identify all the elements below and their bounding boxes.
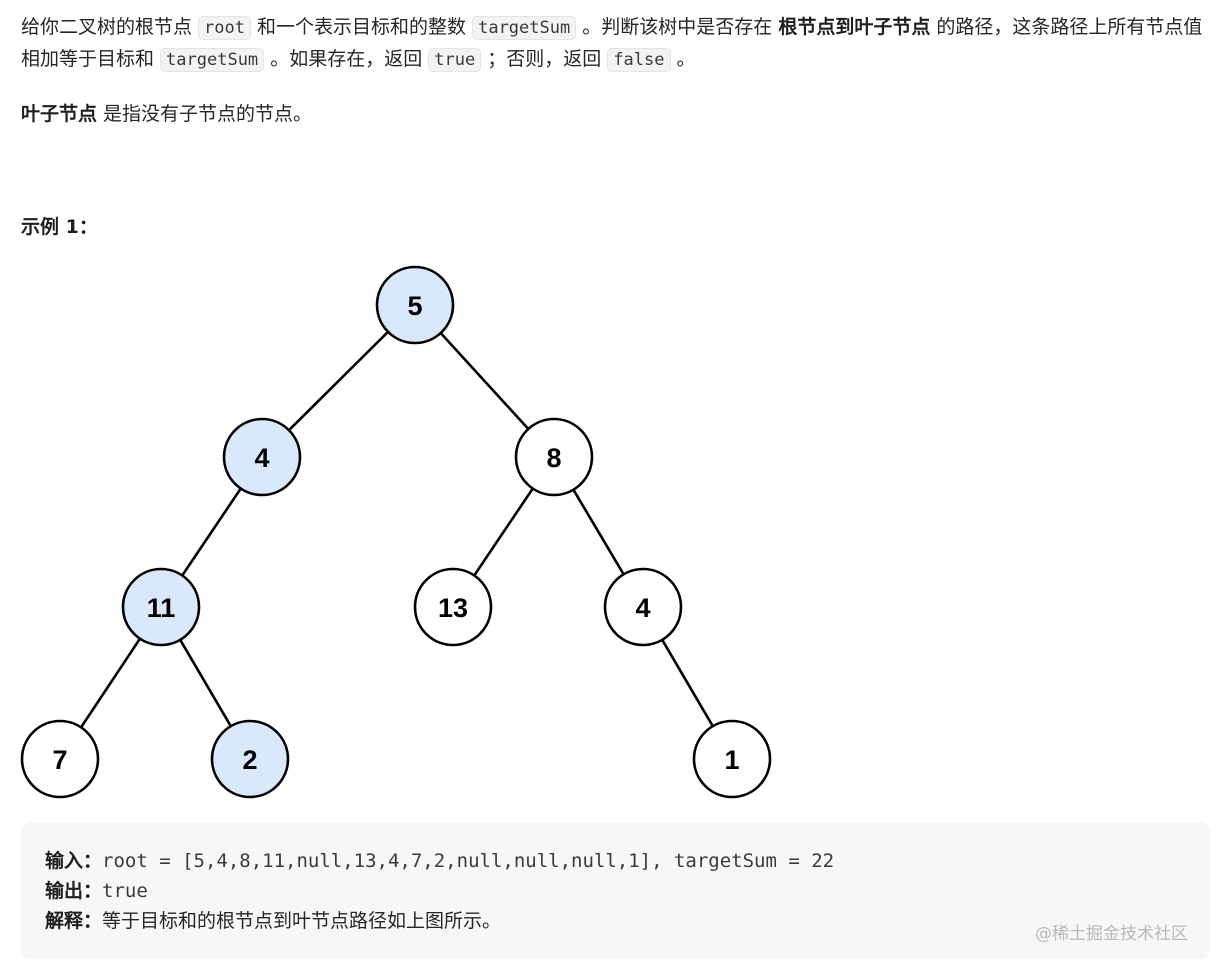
text-segment: 。 — [670, 48, 696, 70]
tree-node: 2 — [210, 719, 290, 799]
text-segment: 给你二叉树的根节点 — [21, 16, 199, 38]
tree-node-label: 11 — [147, 593, 176, 623]
example-title: 示例 1： — [21, 216, 98, 238]
tree-node-label: 4 — [254, 443, 269, 473]
tree-node: 5 — [375, 265, 455, 345]
text-segment: ；否则，返回 — [481, 48, 608, 70]
inline-code: targetSum — [160, 48, 265, 72]
tree-node-circle — [413, 567, 493, 647]
tree-node-circle — [603, 567, 683, 647]
inline-code: root — [198, 16, 251, 40]
text-segment: 和一个表示目标和的整数 — [251, 16, 473, 38]
text-segment: 。如果存在，返回 — [264, 48, 429, 70]
tree-edge — [288, 330, 389, 432]
tree-edge — [79, 637, 142, 729]
bold-text: 叶子节点 — [21, 103, 98, 125]
text-segment: 是指没有子节点的节点。 — [97, 103, 313, 125]
watermark: @稀土掘金技术社区 — [1035, 924, 1188, 944]
inline-code: true — [428, 48, 482, 72]
tree-node-circle — [210, 719, 290, 799]
tree-node-circle — [514, 417, 594, 497]
tree-node: 4 — [603, 567, 683, 647]
bold-text: 根节点到叶子节点 — [778, 16, 931, 38]
tree-node-label: 8 — [546, 443, 561, 473]
binary-tree-diagram: 5 4 8 11 13 4 7 2 1 — [20, 265, 772, 799]
tree-edge — [661, 639, 714, 727]
tree-edge — [439, 332, 530, 430]
tree-node-circle — [121, 567, 201, 647]
inline-code: targetSum — [472, 16, 577, 40]
tree-edge — [179, 639, 232, 727]
tree-node-label: 2 — [242, 745, 257, 775]
problem-description: 给你二叉树的根节点 root 和一个表示目标和的整数 targetSum 。判断… — [21, 12, 1206, 76]
input-value: root = [5,4,8,11,null,13,4,7,2,null,null… — [102, 850, 835, 872]
tree-node-label: 5 — [407, 291, 422, 321]
explain-value: 等于目标和的根节点到叶节点路径如上图所示。 — [102, 910, 502, 932]
explain-label: 解释： — [45, 910, 103, 932]
tree-node: 8 — [514, 417, 594, 497]
input-label: 输入： — [45, 850, 103, 872]
tree-edge — [572, 489, 625, 575]
example-box: 输入：root = [5,4,8,11,null,13,4,7,2,null,n… — [21, 822, 1210, 959]
tree-node-label: 7 — [52, 745, 67, 775]
tree-node: 1 — [692, 719, 772, 799]
tree-node-circle — [375, 265, 455, 345]
tree-node: 11 — [121, 567, 201, 647]
text-segment: 。判断该树中是否存在 — [576, 16, 779, 38]
output-value: true — [102, 880, 148, 902]
tree-node-label: 13 — [438, 593, 468, 623]
example-explanation: 解释：等于目标和的根节点到叶节点路径如上图所示。 — [45, 906, 501, 936]
tree-node-circle — [692, 719, 772, 799]
text-segment: 的路径，这条路径上所有节点值相加等于目标和 — [21, 16, 1203, 70]
leaf-definition: 叶子节点 是指没有子节点的节点。 — [21, 99, 1206, 130]
tree-node-circle — [20, 719, 100, 799]
inline-code: false — [607, 48, 671, 72]
tree-node: 7 — [20, 719, 100, 799]
tree-node: 4 — [222, 417, 302, 497]
example-output: 输出：true — [45, 876, 148, 906]
tree-edge — [181, 487, 242, 577]
tree-edge — [473, 487, 534, 577]
tree-node: 13 — [413, 567, 493, 647]
output-label: 输出： — [45, 880, 103, 902]
tree-node-label: 4 — [635, 593, 650, 623]
tree-node-circle — [222, 417, 302, 497]
tree-node-label: 1 — [724, 745, 739, 775]
example-input: 输入：root = [5,4,8,11,null,13,4,7,2,null,n… — [45, 846, 834, 876]
